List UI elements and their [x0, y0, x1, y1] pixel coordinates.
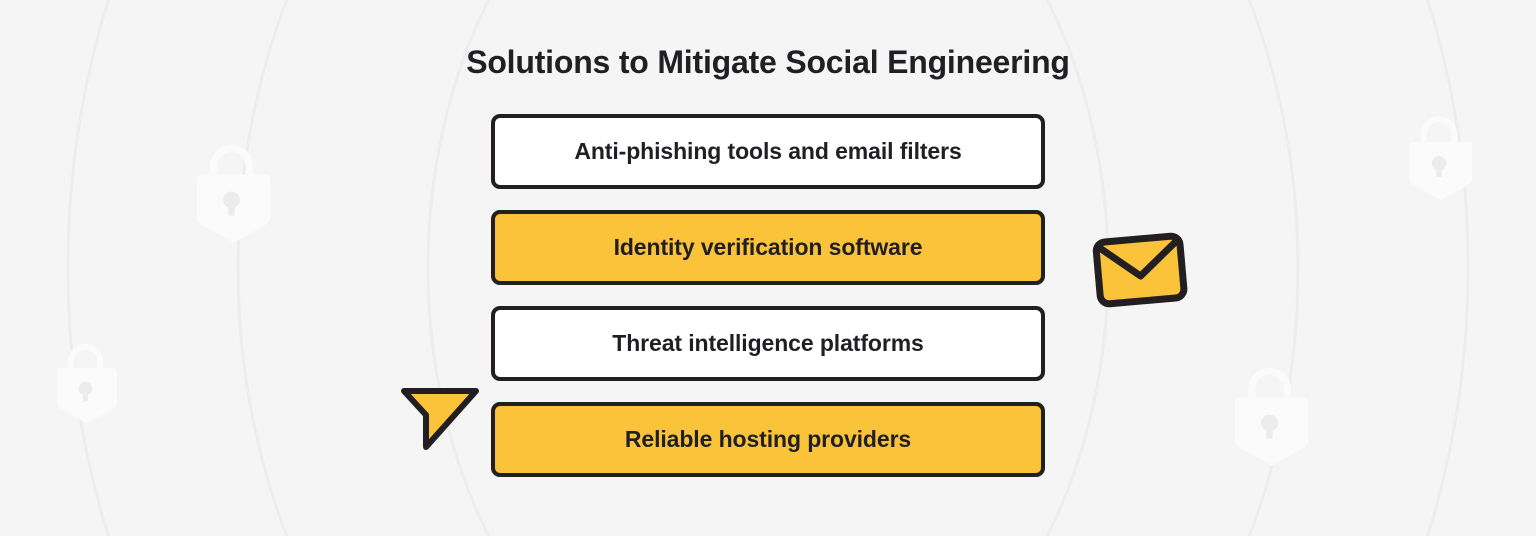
padlock-watermark-lower-right — [1234, 367, 1309, 466]
envelope-icon — [1092, 232, 1188, 308]
page-title: Solutions to Mitigate Social Engineering — [466, 44, 1070, 80]
solution-item-label: Anti-phishing tools and email filters — [574, 138, 962, 164]
padlock-watermark-upper-left — [196, 144, 271, 243]
envelope-flap — [1095, 237, 1181, 280]
solution-list: Anti-phishing tools and email filters Id… — [491, 114, 1045, 477]
solution-item-identity-verification[interactable]: Identity verification software — [491, 210, 1045, 285]
padlock-watermark-lower-left — [57, 343, 117, 424]
send-arrow-icon — [401, 388, 479, 450]
solution-item-label: Threat intelligence platforms — [612, 330, 924, 356]
solution-item-label: Reliable hosting providers — [624, 426, 912, 452]
solution-item-label: Identity verification software — [613, 234, 923, 260]
solution-item-reliable-hosting[interactable]: Reliable hosting providers — [491, 402, 1045, 477]
solution-item-anti-phishing[interactable]: Anti-phishing tools and email filters — [491, 114, 1045, 189]
padlock-watermark-upper-right — [1409, 116, 1473, 201]
send-arrow-shape — [401, 388, 479, 450]
solution-item-threat-intelligence[interactable]: Threat intelligence platforms — [491, 306, 1045, 381]
